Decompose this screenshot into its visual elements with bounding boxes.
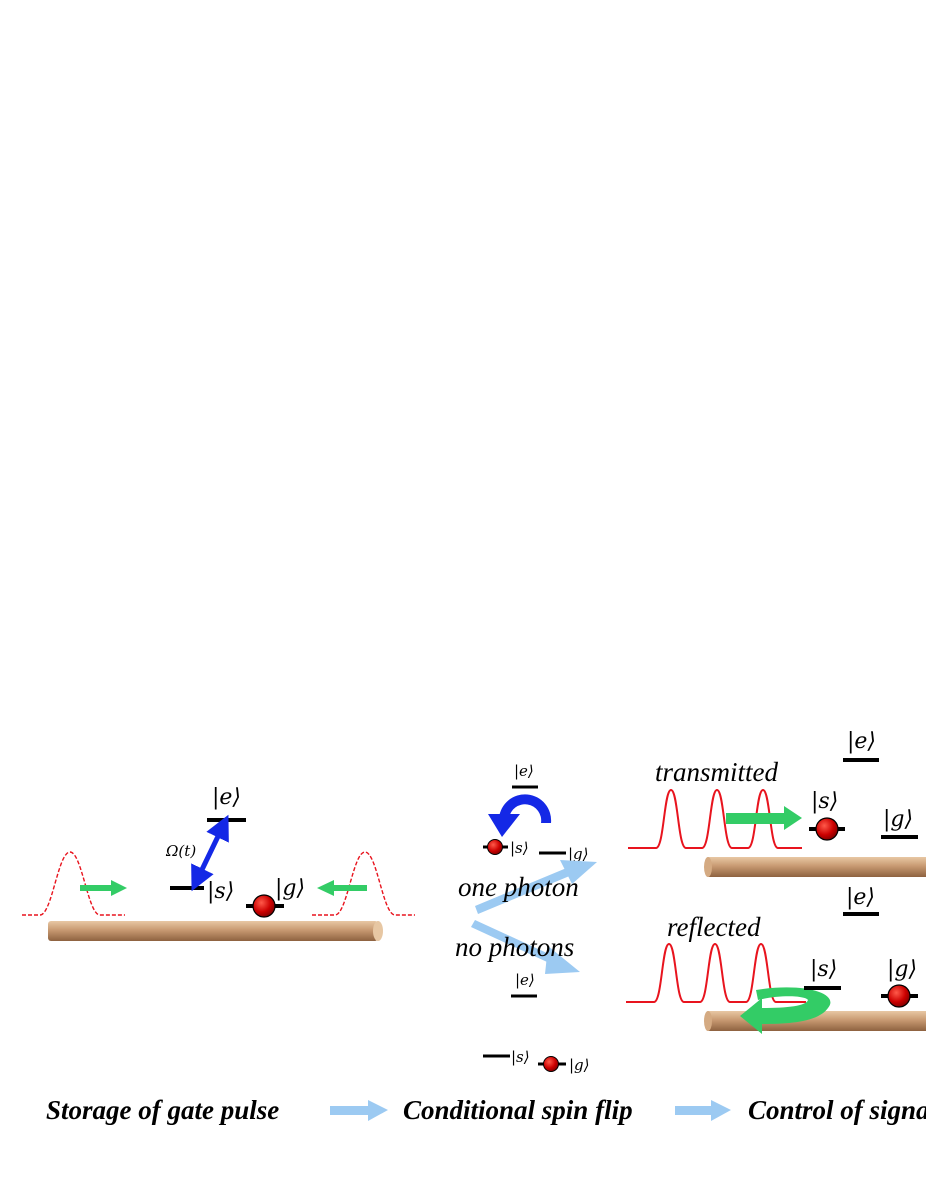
ket-e: |e⟩ — [212, 785, 241, 810]
branch-arrow-no-photons-head — [545, 946, 580, 974]
arrow-left-icon — [317, 880, 367, 896]
caption-row: Storage of gate pulse Conditional spin f… — [46, 1095, 926, 1125]
atom-reflected — [887, 984, 911, 1008]
branch-arrow-one-photon-head — [560, 860, 597, 884]
transmitted-label: transmitted — [655, 757, 779, 787]
ket-e-reflected: |e⟩ — [846, 885, 875, 910]
caption-storage: Storage of gate pulse — [46, 1095, 279, 1125]
no-photons-label: no photons — [455, 932, 574, 962]
ket-g-transmitted: |g⟩ — [883, 807, 913, 832]
atom-transmitted — [815, 817, 839, 841]
atom — [252, 894, 276, 918]
ket-g-bottom: |g⟩ — [569, 1056, 590, 1074]
ket-g: |g⟩ — [275, 876, 305, 901]
spin-flip-arrow-head — [488, 814, 520, 837]
reflected-label: reflected — [667, 912, 761, 942]
reflection-arrow-icon — [740, 987, 831, 1034]
ket-e-transmitted: |e⟩ — [847, 729, 876, 754]
ket-s-reflected: |s⟩ — [810, 957, 837, 982]
one-photon-label: one photon — [458, 872, 579, 902]
panel-conditional: |e⟩ |s⟩ |g⟩ one photon no photons |e⟩ |s… — [455, 762, 597, 1074]
ket-s-transmitted: |s⟩ — [811, 789, 838, 814]
atom-bottom — [543, 1056, 559, 1072]
ket-s: |s⟩ — [207, 879, 234, 904]
panel-transmitted: transmitted |e⟩ |s⟩ |g⟩ — [628, 729, 926, 877]
gate-pulse-left — [22, 851, 125, 916]
signal-pulses-transmitted — [628, 788, 802, 849]
ket-e-top: |e⟩ — [514, 762, 534, 780]
step-arrow-icon-2 — [675, 1100, 731, 1121]
arrow-right-icon — [80, 880, 127, 896]
ket-g-reflected: |g⟩ — [887, 957, 917, 982]
ket-e-bottom: |e⟩ — [515, 971, 535, 989]
fiber-waveguide-top — [704, 857, 926, 877]
panel-reflected: reflected |e⟩ |s⟩ |g⟩ — [626, 885, 926, 1034]
caption-conditional: Conditional spin flip — [403, 1095, 633, 1125]
caption-control: Control of signal — [748, 1095, 926, 1125]
fiber-waveguide-left — [48, 921, 383, 941]
spin-flip-arrow-icon — [499, 794, 552, 823]
branch-arrow-one-photon — [475, 862, 584, 914]
step-arrow-icon-1 — [330, 1100, 388, 1121]
atom-top — [487, 839, 503, 855]
branch-arrow-no-photons — [471, 920, 562, 967]
ket-s-bottom: |s⟩ — [511, 1048, 530, 1066]
rabi-frequency-label: Ω(t) — [165, 842, 196, 860]
transmission-arrow-icon — [726, 806, 802, 830]
signal-pulses-reflected — [626, 942, 806, 1003]
ket-g-top: |g⟩ — [568, 845, 589, 863]
rabi-coupling-arrow — [191, 814, 229, 892]
ket-s-top: |s⟩ — [510, 839, 529, 857]
panel-storage: |e⟩ |s⟩ |g⟩ Ω(t) — [22, 785, 415, 941]
